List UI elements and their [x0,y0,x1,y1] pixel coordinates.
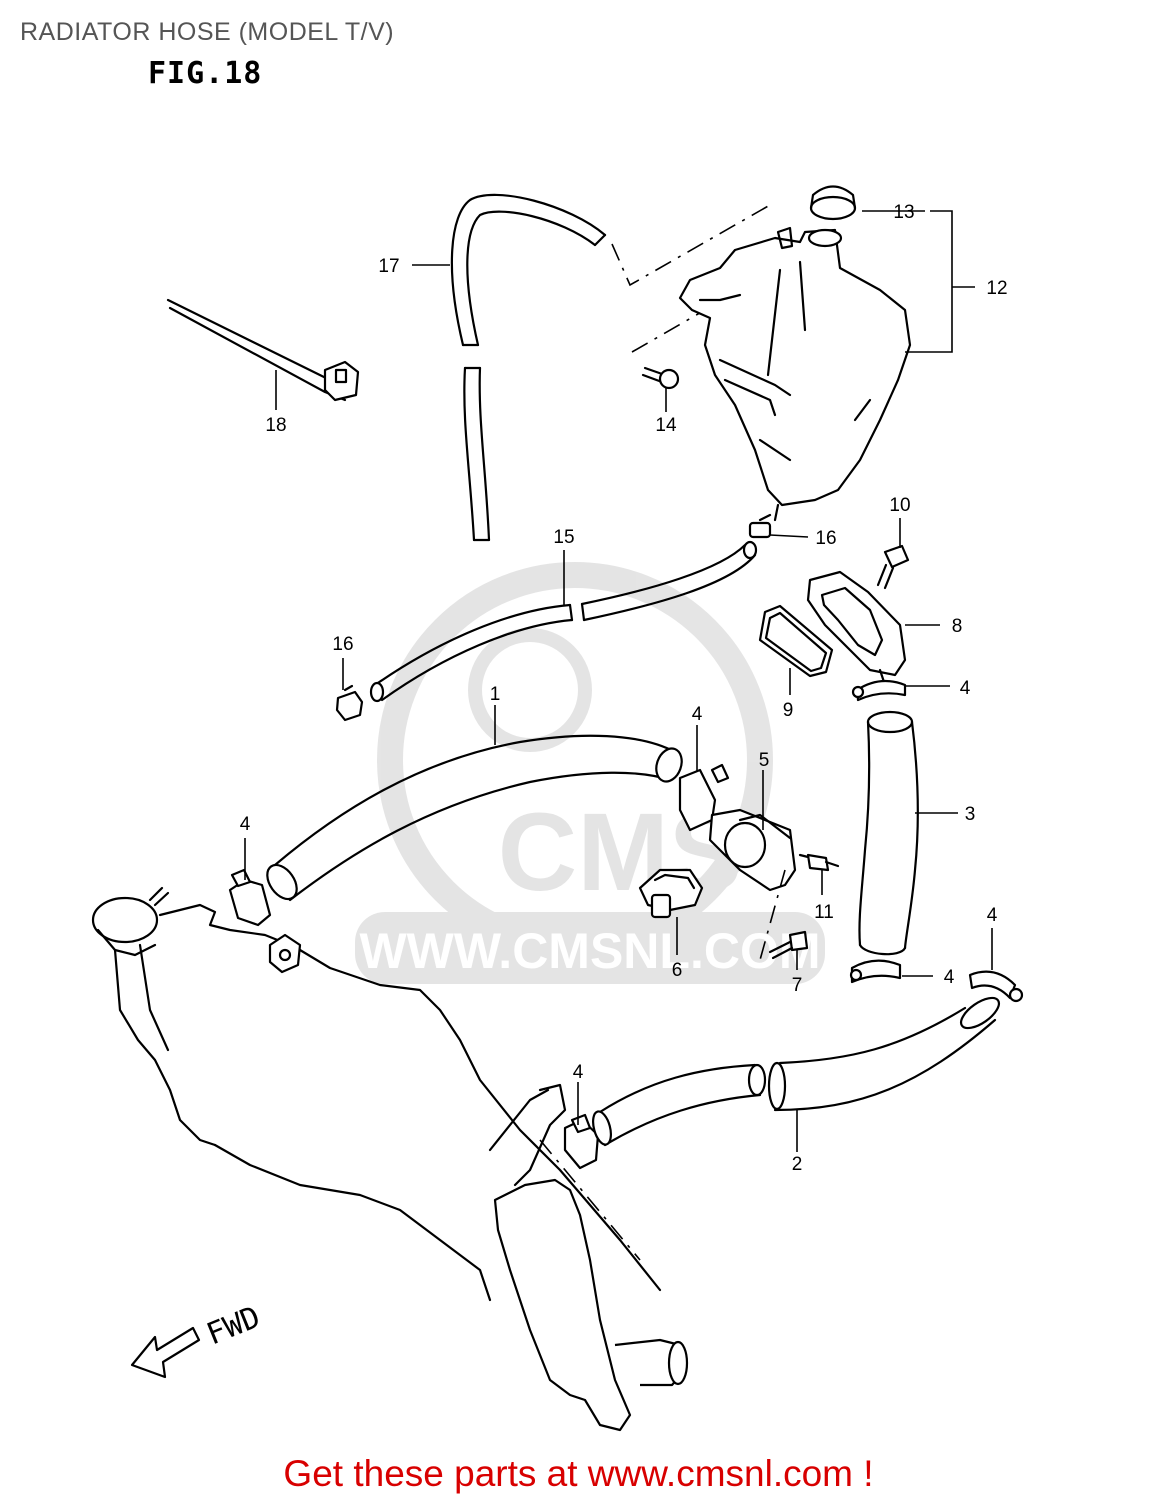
clamp-4-a [851,679,907,702]
callout-4-b: 4 [692,704,703,725]
callout-7: 7 [792,975,803,996]
figure-number: FIG.18 [148,56,263,91]
gasket-9 [758,604,834,678]
clip-16-lower [335,684,364,722]
callout-1: 1 [490,684,501,705]
bolt-14 [641,366,680,390]
watermark-url: WWW.CMSNL.COM [359,923,820,979]
callout-5: 5 [759,750,770,771]
callout-9: 9 [783,700,794,721]
clamp-4-e [968,970,1024,1003]
forward-label: FWD [202,1300,265,1353]
clamp-band-18 [166,298,360,402]
callout-4-f: 4 [573,1062,584,1083]
callout-16-upper: 16 [815,528,836,549]
callout-10: 10 [889,495,910,516]
callout-8: 8 [952,616,963,637]
callout-13: 13 [893,202,914,223]
callout-2: 2 [792,1154,803,1175]
callout-4-a: 4 [960,678,971,699]
callout-4-e: 4 [987,905,998,926]
callout-numbers: 17 13 12 18 14 16 15 16 10 8 4 9 1 4 5 3… [240,202,1008,1175]
callout-11: 11 [814,902,834,923]
callout-16-lower: 16 [332,634,353,655]
hose-15 [369,540,758,703]
thermostat-6 [638,868,704,919]
hose-1 [266,734,683,902]
callout-3: 3 [965,804,976,825]
hose-2 [592,996,1001,1147]
sensor-11 [798,853,840,872]
callout-14: 14 [655,415,677,436]
forward-arrow-icon [130,1326,201,1379]
leader-lines [244,210,993,1152]
clamp-4-d [849,959,902,984]
callout-15: 15 [553,527,574,548]
bolt-7 [768,930,809,960]
hose-3 [858,710,919,956]
thermostat-housing-5 [708,808,797,892]
radiator [91,886,689,1432]
callout-4-d: 4 [944,967,955,988]
clamp-4-f [563,1113,600,1170]
forward-direction-indicator: FWD [130,1300,265,1379]
hose-17 [450,193,607,542]
footer-link[interactable]: Get these parts at www.cmsnl.com ! [283,1453,874,1494]
callout-18: 18 [265,415,286,436]
bolt-10 [876,544,910,590]
clip-16-upper [748,513,772,539]
housing-cover-8 [806,570,907,687]
clamp-4-c [228,868,272,927]
callout-4-c: 4 [240,814,251,835]
watermark: CMS WWW.CMSNL.COM [355,562,825,984]
callout-17: 17 [378,256,399,277]
page-title: RADIATOR HOSE (MODEL T/V) [20,18,395,46]
callout-6: 6 [672,960,683,981]
callout-12: 12 [986,278,1007,299]
reservoir-tank [678,185,912,522]
